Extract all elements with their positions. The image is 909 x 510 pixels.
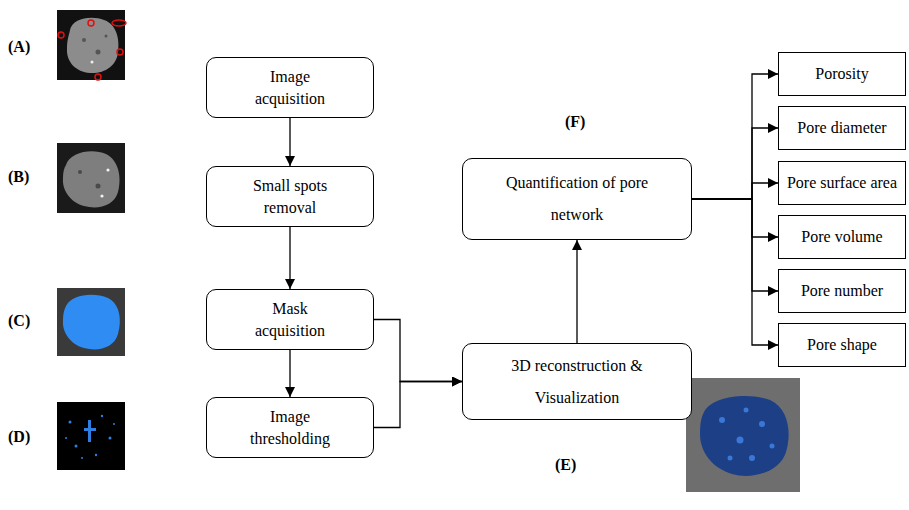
box-text: Image thresholding	[235, 406, 345, 449]
box-text: Pore diameter	[797, 118, 886, 139]
process-box: 3D reconstruction & Visualization	[462, 343, 692, 420]
metric-box: Pore shape	[778, 323, 906, 367]
metric-box: Pore diameter	[778, 106, 906, 150]
ct-slice-raw	[57, 10, 126, 80]
box-text: Quantification of pore network	[492, 167, 662, 231]
flow-arrow	[289, 350, 290, 397]
flow-arrow	[692, 199, 778, 291]
flow-arrow	[289, 118, 290, 166]
panel-label: (C)	[8, 312, 30, 330]
box-text: Pore volume	[801, 227, 882, 248]
flow-arrow	[692, 128, 778, 199]
3d-pore-rendering	[686, 378, 800, 492]
box-text: 3D reconstruction & Visualization	[487, 350, 667, 414]
flow-arrow	[692, 183, 778, 199]
process-box: Image acquisition	[206, 57, 374, 118]
process-box: Mask acquisition	[206, 289, 374, 350]
box-text: Image acquisition	[240, 66, 340, 109]
thresholded-pores	[57, 402, 125, 470]
flow-arrow	[692, 199, 778, 237]
metric-box: Porosity	[778, 52, 906, 96]
flow-arrow	[576, 240, 577, 343]
box-text: Pore surface area	[787, 173, 897, 194]
box-text: Pore shape	[807, 335, 877, 356]
flow-arrow	[374, 320, 462, 382]
ct-slice-cleaned	[57, 143, 125, 213]
flow-arrow	[289, 227, 290, 289]
box-text: Small spots removal	[235, 175, 345, 218]
flow-arrow	[692, 74, 778, 199]
flow-arrow	[374, 382, 462, 428]
process-box: Small spots removal	[206, 166, 374, 227]
metric-box: Pore volume	[778, 215, 906, 259]
metric-box: Pore surface area	[778, 161, 906, 205]
box-text: Pore number	[801, 281, 883, 302]
panel-label: (F)	[565, 113, 585, 131]
process-box: Image thresholding	[206, 397, 374, 458]
box-text: Mask acquisition	[240, 298, 340, 341]
flow-arrow	[692, 199, 778, 345]
panel-label: (A)	[8, 38, 30, 56]
panel-label: (B)	[8, 168, 29, 186]
panel-label: (E)	[555, 456, 576, 474]
box-text: Porosity	[815, 64, 868, 85]
panel-label: (D)	[8, 428, 30, 446]
mask-image	[57, 288, 125, 356]
metric-box: Pore number	[778, 269, 906, 313]
process-box: Quantification of pore network	[462, 158, 692, 240]
